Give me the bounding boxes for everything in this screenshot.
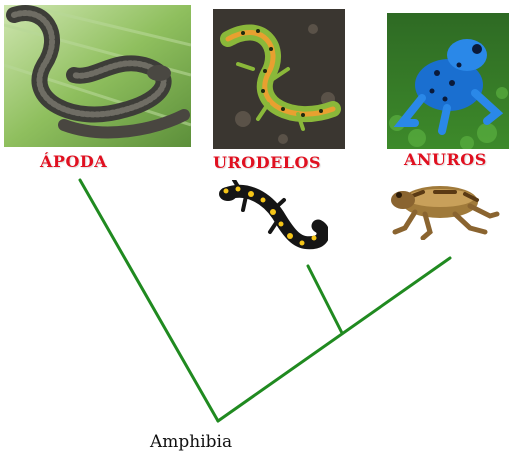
brown-frog-image <box>385 170 500 240</box>
branch-apoda <box>80 180 218 421</box>
fire-salamander-image <box>218 180 328 260</box>
branch-urodelos <box>308 266 342 333</box>
branch-main-trunk <box>218 258 450 421</box>
root-label-amphibia: Amphibia <box>150 432 232 452</box>
